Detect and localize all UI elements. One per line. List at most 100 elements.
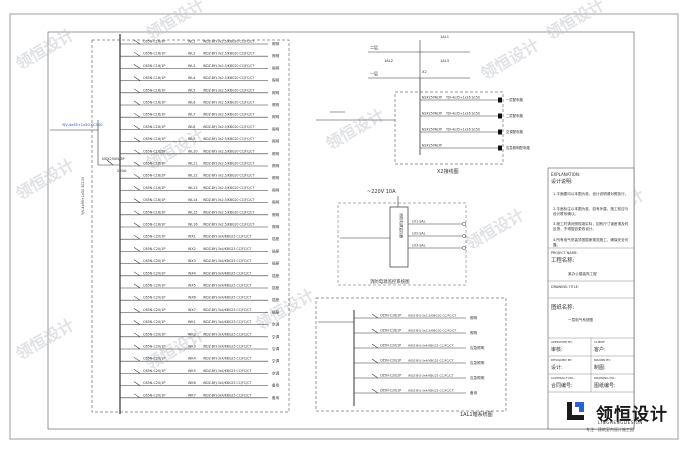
breaker-symbol bbox=[133, 100, 141, 106]
x2-cable-label: YJV-4x35+1x16 SC50 bbox=[446, 112, 480, 116]
breaker-symbol bbox=[133, 381, 141, 386]
circuit-code-label: WL8 bbox=[188, 125, 195, 129]
approved-cn: 审核: bbox=[551, 347, 563, 353]
lal-cable-label: WDZ-BYJ-3x2.5/KBG20 CC/FC/CT bbox=[408, 314, 457, 318]
circuit-name-label: 照明 bbox=[272, 139, 280, 144]
circuit-breaker-label: C65N-C20/1P bbox=[143, 308, 165, 312]
circuit-name-label: 插座 bbox=[272, 261, 280, 266]
x2-terminal bbox=[498, 97, 502, 103]
drawing-title-en: DRAWING TITLE: bbox=[551, 285, 579, 289]
circuit-name-label: 照明 bbox=[272, 163, 280, 168]
x2-label-2: 1AL3 bbox=[440, 59, 449, 63]
fire-title: 消防电源监控系统图 bbox=[370, 278, 410, 285]
fire-voltage-label: ~220V 10A bbox=[367, 189, 396, 195]
circuit-code-label: WL12 bbox=[188, 174, 198, 178]
client-en: CLIENT: bbox=[594, 340, 606, 344]
x2-label-3: X2 bbox=[422, 70, 427, 74]
x2-feeder-name: 二层配电箱 bbox=[506, 113, 524, 118]
drawing-title-cn: 图纸名称: bbox=[551, 305, 575, 311]
circuit-cable-label: WDZ-BYJ-3x4/KBG25 CC/FC/CT bbox=[203, 235, 251, 239]
breaker-symbol bbox=[133, 173, 141, 179]
breaker-symbol bbox=[133, 308, 141, 313]
x2-title: X2接线图 bbox=[437, 168, 459, 175]
lal-cable-label: WDZ-BYJ-3x4/KBG25 CC/FC/CT bbox=[408, 344, 454, 348]
circuit-name-label: 插座 bbox=[272, 297, 280, 302]
circuit-breaker-label: C65N-C16/1P bbox=[143, 64, 165, 68]
circuit-code-label: WX3 bbox=[188, 259, 196, 263]
circuit-name-label: 照明 bbox=[272, 114, 280, 119]
incoming-current-label: 200A bbox=[117, 169, 127, 173]
lal-circuit-name: 应急照明 bbox=[470, 360, 485, 365]
contract-no-en: CONTRACT NO.: bbox=[551, 376, 575, 380]
project-en: PROJECT NAME: bbox=[551, 251, 578, 255]
circuit-breaker-label: C65N-C16/1P bbox=[143, 76, 165, 80]
lal-breaker-label: C65N-C20/1P bbox=[380, 374, 401, 378]
circuit-name-label: 照明 bbox=[272, 212, 280, 217]
circuit-cable-label: WDZ-BYJ-3x2.5/KBG20 CC/FC/CT bbox=[203, 52, 254, 56]
circuit-name-label: 空调 bbox=[272, 322, 280, 327]
explanation-en: EXPLANATION: bbox=[551, 172, 581, 177]
brand-logo-mark bbox=[564, 399, 588, 423]
circuit-code-label: WK4 bbox=[188, 357, 196, 361]
lal-breaker-label: C65N-C20/1P bbox=[380, 344, 401, 348]
breaker-symbol bbox=[133, 356, 141, 362]
breaker-symbol bbox=[133, 332, 141, 338]
x2-wiring-diagram: 一层 二层 1AL1 1AL2 1AL3 X2 X2接线图 NSX250N/3P… bbox=[368, 35, 530, 175]
incoming-feeder: YJV-4x95+1x50 SC100 NSX250N/3P 200A YJV-… bbox=[50, 120, 127, 215]
x2-feeder-name: 一层配电箱 bbox=[506, 97, 524, 102]
drawing-no-en: DRAWING NO.: bbox=[594, 376, 616, 380]
breaker-symbol bbox=[133, 295, 141, 301]
circuit-name-label: 空调 bbox=[272, 370, 280, 375]
circuit-name-label: 照明 bbox=[272, 200, 280, 205]
fire-branch-lamp bbox=[462, 246, 466, 250]
circuit-code-label: WX4 bbox=[188, 271, 196, 275]
lal-title: 1AL1箱系统图 bbox=[460, 411, 493, 418]
x2-breaker-label: NSX250N/3P bbox=[422, 112, 442, 116]
circuit-breaker-label: C65N-C16/1P bbox=[143, 88, 165, 92]
lal-breaker-symbol bbox=[371, 373, 379, 379]
approved-en: APPROVED BY: bbox=[551, 340, 573, 344]
explanation-note-4: 4.所有电气安装须按国家规范施工，确保安全可靠。 bbox=[553, 238, 629, 247]
drawing-title-value: 一层电气系统图 bbox=[568, 318, 594, 322]
lal-cable-label: WDZ-BYJ-3x2.5/KBG20 CC/FC/CT bbox=[408, 329, 457, 333]
x2-feeder-name: 空调配电箱 bbox=[506, 129, 524, 134]
incoming-cable-label: YJV-4x95+1x50 SC100 bbox=[62, 123, 103, 127]
circuit-breaker-label: C65N-C16/1P bbox=[143, 162, 165, 166]
circuit-breaker-label: C65N-C16/1P bbox=[143, 40, 165, 44]
circuit-name-label: 插座 bbox=[272, 309, 280, 314]
x2-label-0: 1AL1 bbox=[440, 35, 449, 39]
circuit-code-label: WX7 bbox=[188, 308, 196, 312]
brand-logo-icon bbox=[567, 402, 584, 420]
circuit-code-label: WL2 bbox=[188, 52, 195, 56]
circuit-cable-label: WDZ-BYJ-3x2.5/KBG20 CC/FC/CT bbox=[203, 186, 254, 190]
circuit-cable-label: WDZ-BYJ-3x4/KBG25 CC/FC/CT bbox=[203, 284, 251, 288]
breaker-symbol bbox=[133, 39, 141, 45]
breaker-symbol bbox=[133, 76, 141, 81]
lal-circuit-name: 照明 bbox=[470, 315, 478, 320]
fire-branch-label: LO2-SAL bbox=[412, 232, 426, 236]
circuit-code-label: WL9 bbox=[188, 137, 195, 141]
circuit-breaker-label: C65N-C20/1P bbox=[143, 235, 165, 239]
x2-terminal bbox=[498, 129, 502, 135]
circuit-cable-label: WDZ-BYJ-3x4/KBG25 CC/FC/CT bbox=[203, 357, 251, 361]
circuit-name-label: 备用 bbox=[272, 383, 280, 388]
circuit-code-label: WL4 bbox=[188, 76, 195, 80]
lal-circuit-name: 应急照明 bbox=[470, 375, 485, 380]
circuit-code-label: WL10 bbox=[188, 149, 198, 153]
x2-breaker-label: NSX250N/3P bbox=[422, 96, 442, 100]
circuit-cable-label: WDZ-BYJ-3x2.5/KBG20 CC/FC/CT bbox=[203, 223, 254, 227]
breaker-symbol bbox=[133, 198, 141, 203]
